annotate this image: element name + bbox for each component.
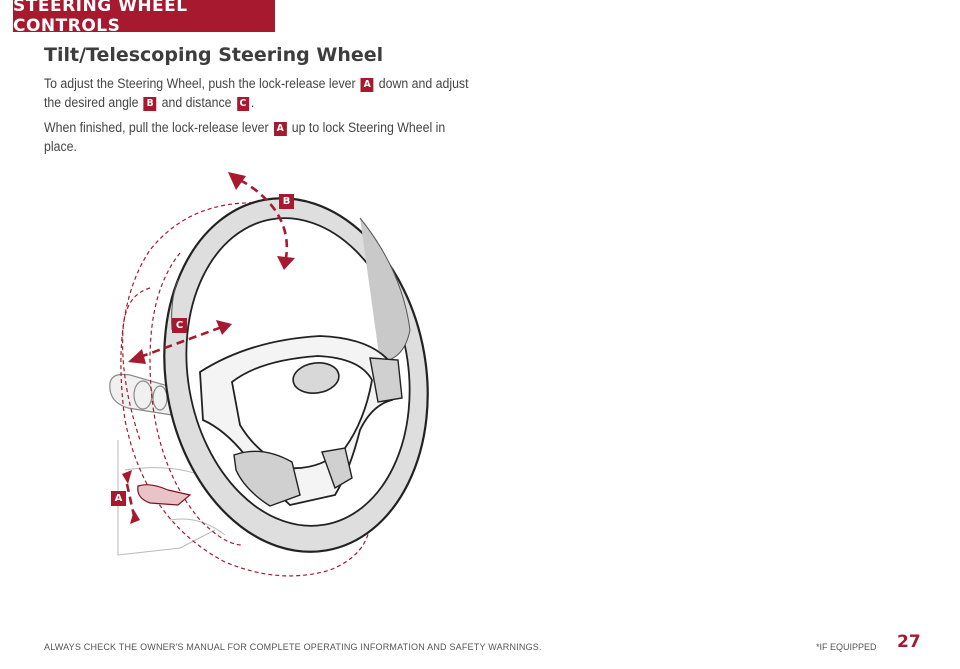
- text-segment: To adjust the Steering Wheel, push the l…: [44, 76, 356, 91]
- page-title: Tilt/Telescoping Steering Wheel: [44, 44, 384, 66]
- footer-disclaimer: ALWAYS CHECK THE OWNER'S MANUAL FOR COMP…: [44, 642, 542, 652]
- callout-badge-c: C: [236, 97, 250, 111]
- text-segment: When finished, pull the lock-release lev…: [44, 120, 269, 135]
- callout-label-c: C: [172, 318, 187, 333]
- steering-wheel-illustration: [109, 172, 429, 577]
- page-number: 27: [897, 632, 921, 652]
- text-segment: up to lock Steering Wheel in place.: [44, 120, 446, 154]
- text-segment: .: [250, 95, 255, 110]
- callout-label-a: A: [111, 491, 126, 506]
- callout-badge-a: A: [360, 78, 374, 92]
- section-tab: STEERING WHEEL CONTROLS: [13, 0, 275, 36]
- instruction-paragraph-lock: When finished, pull the lock-release lev…: [44, 118, 476, 156]
- callout-badge-a: A: [273, 122, 287, 136]
- section-tab-label: STEERING WHEEL CONTROLS: [13, 0, 188, 36]
- instruction-paragraph-adjust: To adjust the Steering Wheel, push the l…: [44, 74, 476, 112]
- callout-badge-b: B: [143, 97, 157, 111]
- footer-if-equipped: *IF EQUIPPED: [816, 642, 877, 652]
- callout-label-b: B: [279, 194, 294, 209]
- text-segment: down and adjust the desired angle: [44, 76, 469, 110]
- text-segment: and distance: [161, 95, 232, 110]
